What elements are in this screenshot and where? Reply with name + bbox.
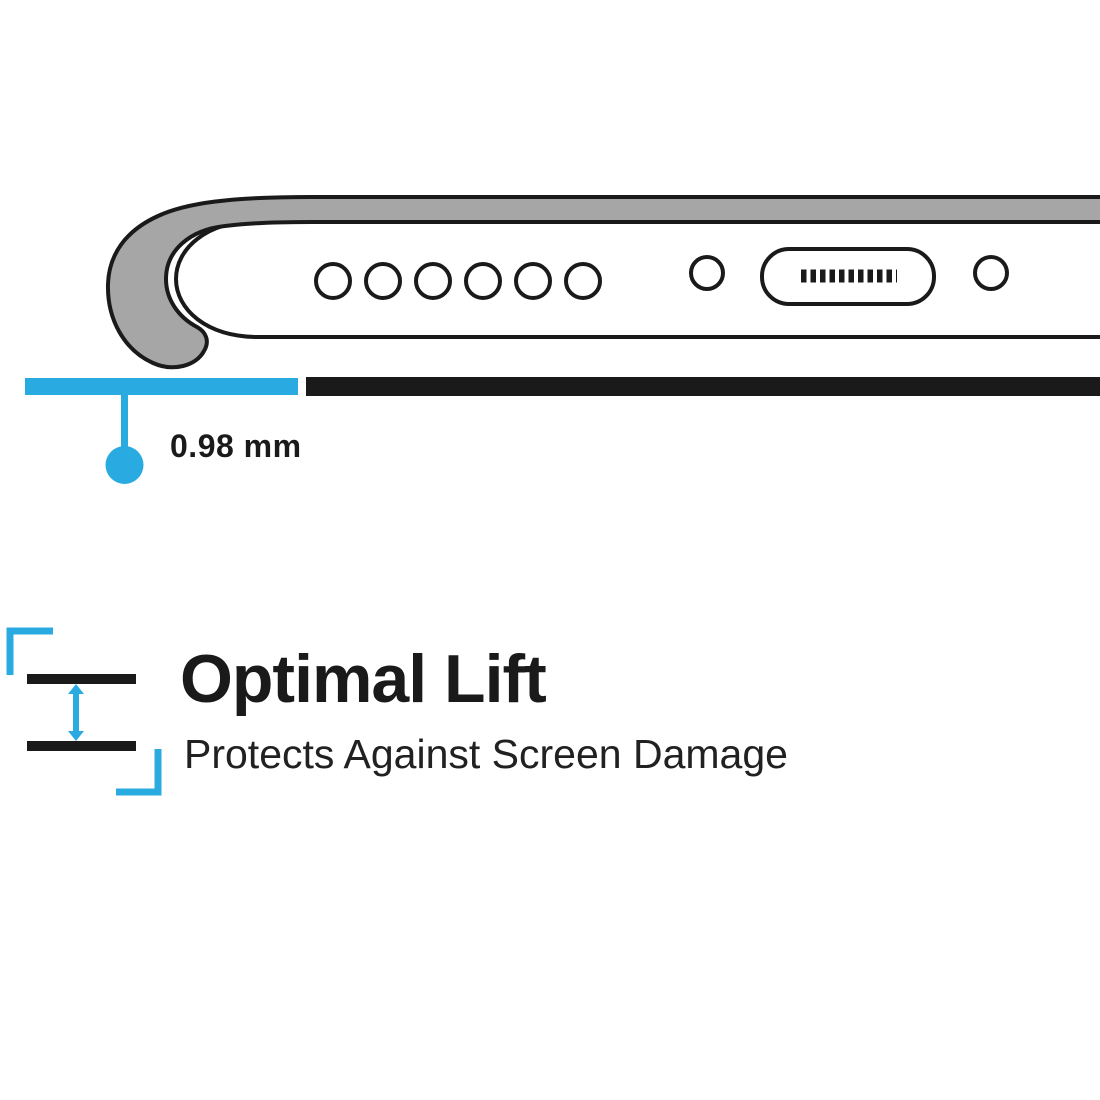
measurement-pointer-line [121,395,128,451]
case-lip [105,195,1100,370]
speaker-hole [564,262,602,300]
measurement-label: 0.98 mm [170,428,302,464]
charging-port-outline [760,247,936,306]
speaker-hole [414,262,452,300]
bracket-bottom-right [116,749,162,796]
measurement-dot [105,446,144,484]
speaker-hole [464,262,502,300]
lift-gap-icon [6,627,162,796]
measurement-pointer [105,395,144,484]
speaker-holes [314,262,602,300]
speaker-hole [314,262,352,300]
feature-title: Optimal Lift [180,641,547,717]
phone-bottom-illustration [25,195,1100,484]
bracket-top-left [6,627,53,675]
charging-port [760,247,936,306]
speaker-hole [514,262,552,300]
surface-line [306,377,1100,396]
screw-hole [973,255,1009,291]
speaker-hole [364,262,402,300]
feature-subtitle: Protects Against Screen Damage [184,731,788,777]
vertical-double-arrow-icon [68,684,84,741]
surface-line-accent [25,378,298,395]
mic-hole [689,255,725,291]
